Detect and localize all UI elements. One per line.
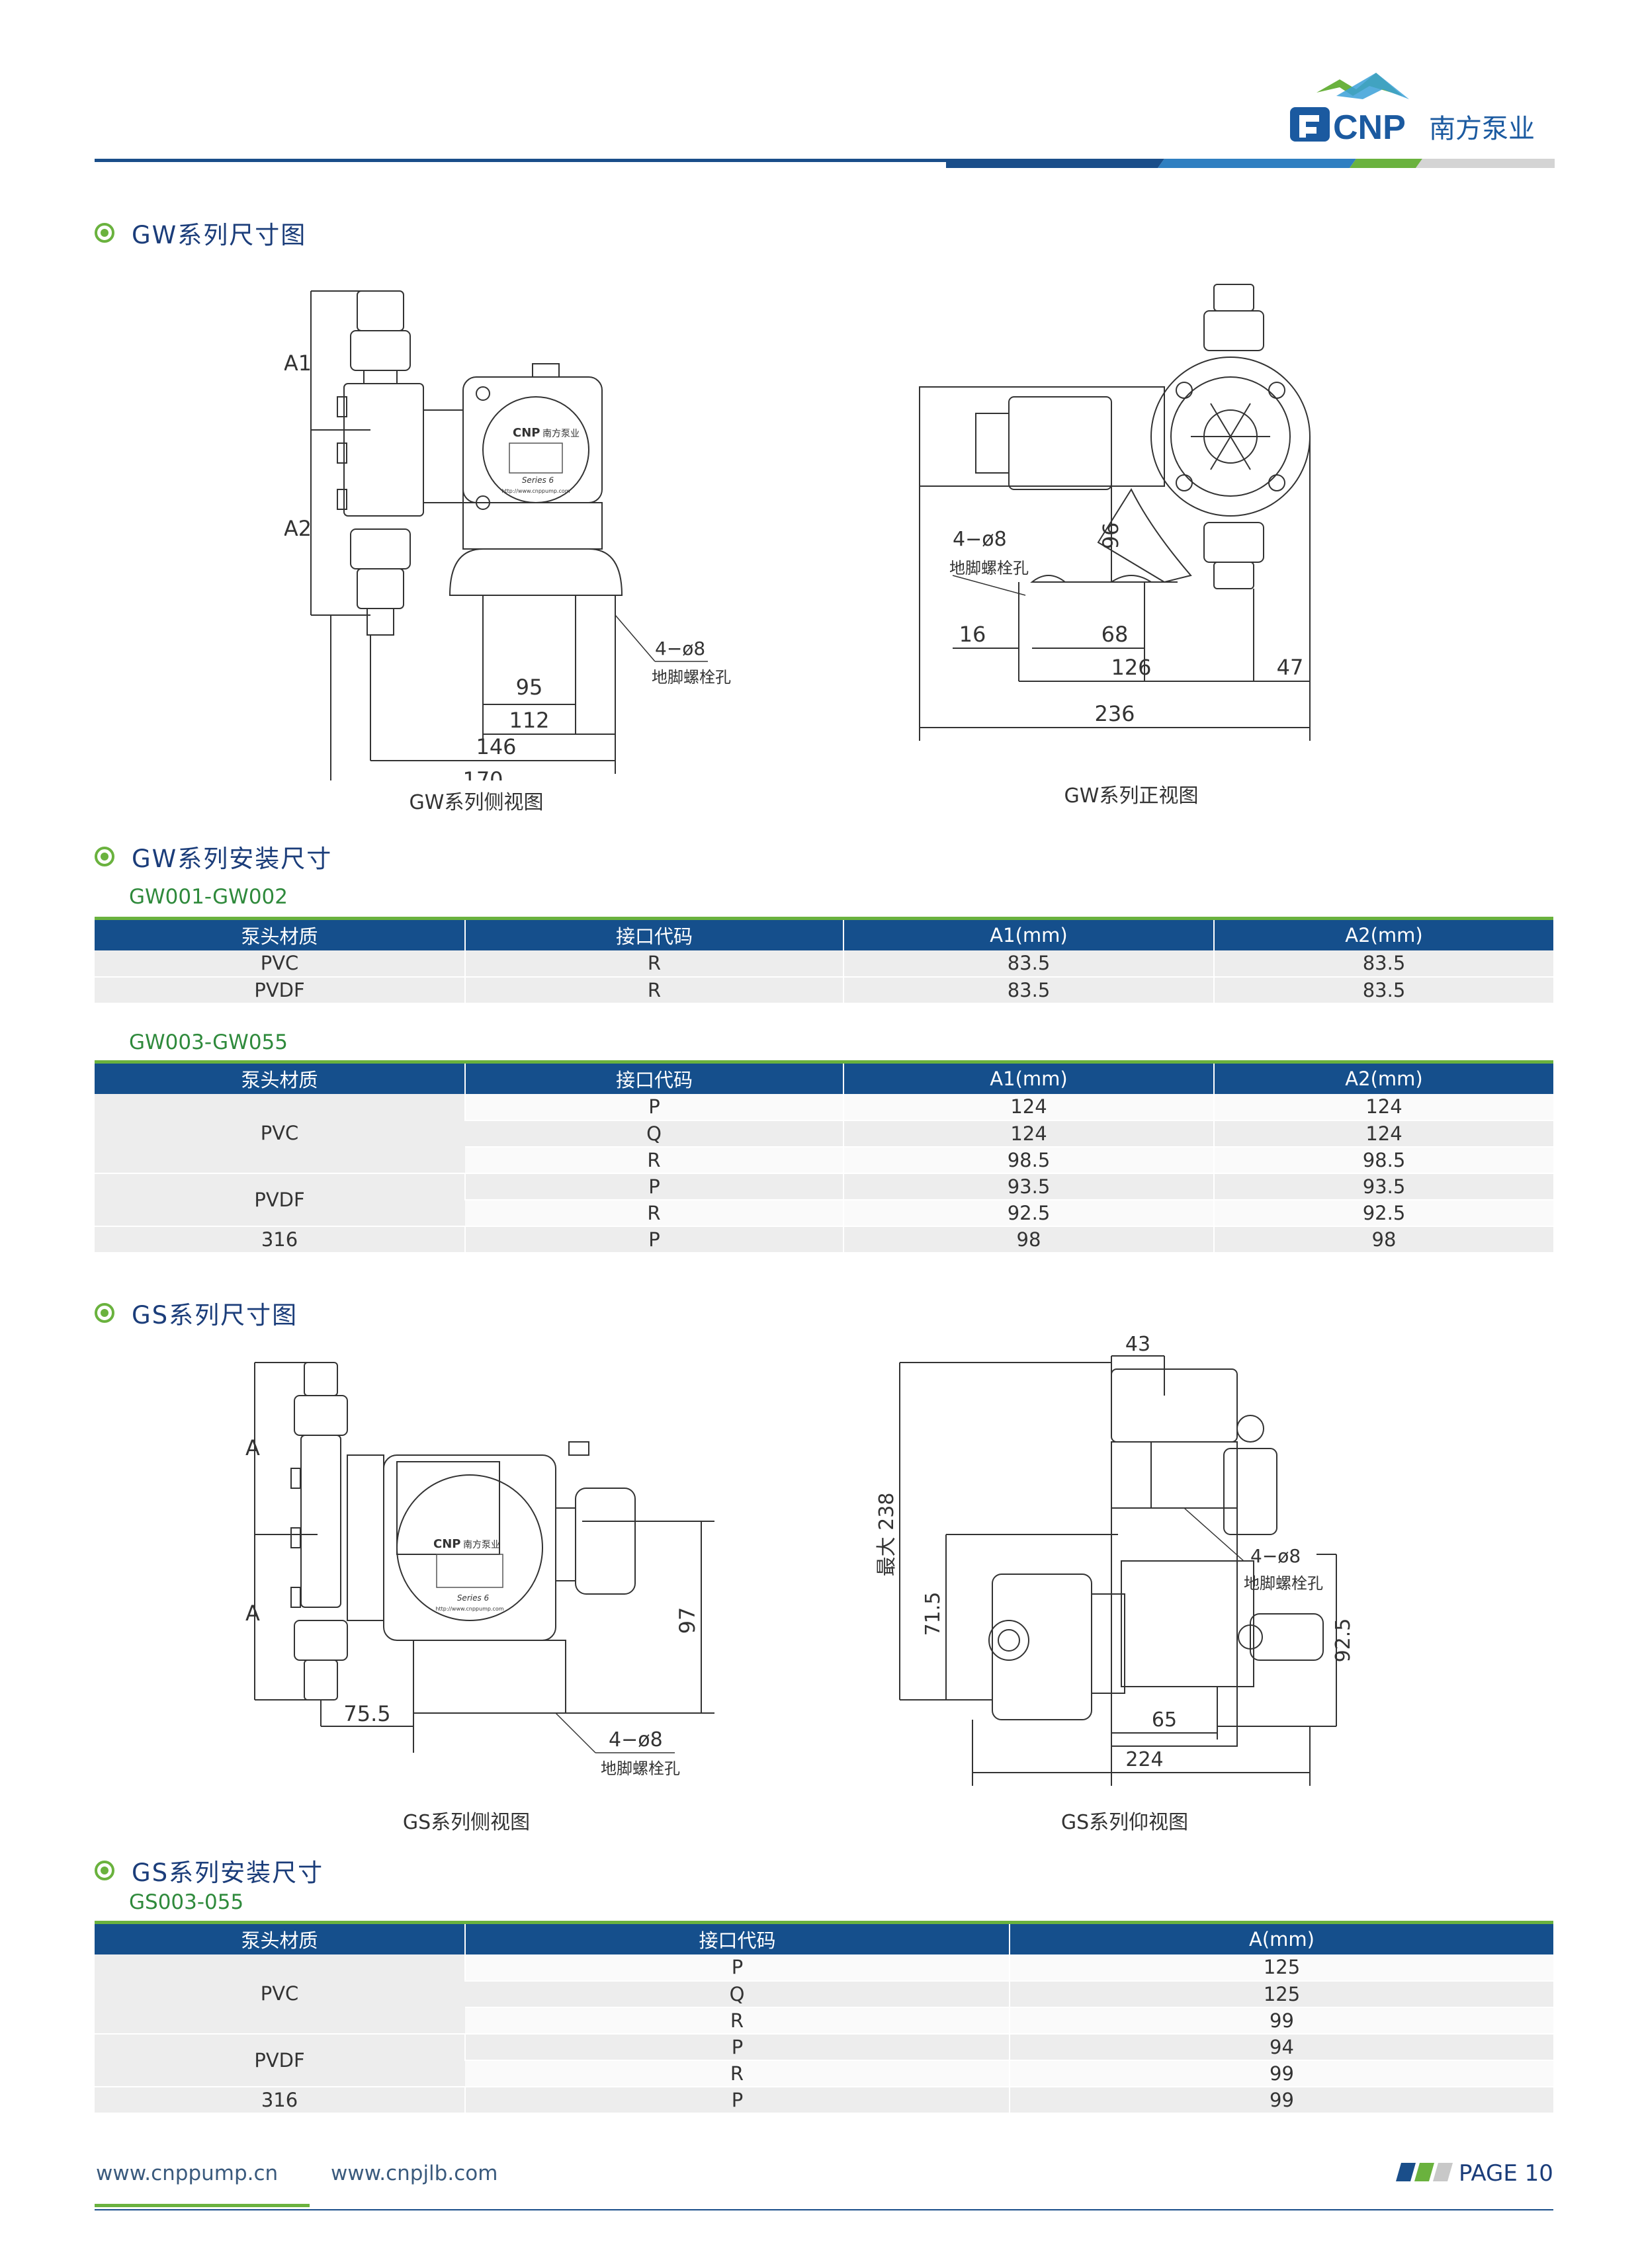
col-header: 接口代码 [464, 1060, 843, 1094]
col-header: 接口代码 [464, 1921, 1010, 1954]
dim-label-a-bottom: A [245, 1601, 260, 1626]
dim-label-75-5: 75.5 [343, 1701, 390, 1726]
footer-link-cnpjlb[interactable]: www.cnpjlb.com [331, 2162, 498, 2185]
dim-label-47: 47 [1277, 655, 1304, 680]
hole-label-cn: 地脚螺栓孔 [949, 559, 1029, 577]
col-header: A(mm) [1009, 1921, 1553, 1954]
cnp-logo: CNP 南方泵业 [1290, 73, 1535, 147]
dim-label-16: 16 [959, 622, 986, 647]
section-heading-gw-dim: GW系列尺寸图 [95, 213, 306, 253]
dim-label-max-238: 最大 238 [875, 1493, 898, 1577]
hole-label-cn: 地脚螺栓孔 [601, 1759, 680, 1778]
dim-label-224: 224 [1125, 1748, 1163, 1771]
page-number: PAGE 10 [1459, 2160, 1553, 2187]
gw-side-caption: GW系列侧视图 [409, 791, 544, 814]
svg-text:南方泵业: 南方泵业 [1429, 114, 1535, 144]
col-header: A1(mm) [843, 1060, 1214, 1094]
dim-label-112: 112 [509, 708, 549, 733]
dim-label-236: 236 [1094, 701, 1135, 726]
col-header: 接口代码 [464, 917, 843, 950]
gs-side-view-drawing: CNP 南方泵业 Series 6 http://www.cnppump.com… [245, 1362, 714, 1778]
hole-label: 4−ø8 [655, 638, 705, 659]
dim-label-146: 146 [476, 734, 516, 759]
dim-label-71-5: 71.5 [922, 1592, 945, 1636]
hole-label: 4−ø8 [1250, 1545, 1301, 1567]
gw-front-view-drawing: 4−ø8 地脚螺栓孔 96 16 68 126 47 236 [919, 284, 1311, 741]
gw-side-view-drawing: CNP 南方泵业 Series 6 http://www.cnppump.com… [284, 290, 731, 780]
dim-label-126: 126 [1111, 655, 1151, 680]
dim-label-a2: A2 [284, 516, 312, 541]
page-stripes-icon [1396, 2163, 1453, 2181]
dim-label-95: 95 [516, 675, 543, 700]
gs-bottom-view-drawing: 43 最大 238 71.5 4−ø8 地脚螺栓孔 92.5 65 224 [875, 1333, 1355, 1786]
bullet-icon [95, 1303, 114, 1323]
bullet-icon [95, 223, 114, 243]
col-header: 泵头材质 [95, 917, 465, 950]
section-heading-gs-install: GS系列安装尺寸 [95, 1851, 324, 1890]
footer-rule [95, 2209, 1553, 2210]
header-rule [95, 159, 955, 162]
gs-side-caption: GS系列侧视图 [402, 1811, 531, 1834]
footer-link-cnppump[interactable]: www.cnppump.cn [96, 2162, 279, 2185]
dim-label-170: 170 [462, 767, 503, 780]
hole-label: 4−ø8 [609, 1728, 663, 1751]
nameplate-url: http://www.cnppump.com [435, 1606, 503, 1612]
table-title-gs003: GS003-055 [129, 1890, 244, 1914]
hole-label-cn: 地脚螺栓孔 [652, 668, 731, 687]
col-header: 泵头材质 [95, 1921, 465, 1954]
nameplate-brand: CNP [513, 426, 540, 440]
gw-front-caption: GW系列正视图 [1064, 784, 1199, 808]
nameplate-brand-cn: 南方泵业 [463, 1540, 500, 1550]
section-heading-gs-dim: GS系列尺寸图 [95, 1293, 298, 1333]
hole-label-cn: 地脚螺栓孔 [1244, 1574, 1323, 1593]
dim-label-96: 96 [1098, 523, 1123, 550]
svg-text:CNP: CNP [1333, 108, 1406, 147]
col-header: A2(mm) [1213, 1060, 1553, 1094]
nameplate-brand-cn: 南方泵业 [542, 429, 580, 439]
nameplate-brand: CNP [433, 1537, 460, 1551]
dim-label-68: 68 [1101, 622, 1129, 647]
dim-label-65: 65 [1152, 1708, 1177, 1732]
dim-label-92-5: 92.5 [1332, 1618, 1355, 1663]
col-header: 泵头材质 [95, 1060, 465, 1094]
footer-accent-line [95, 2204, 310, 2207]
table-title-gw003: GW003-GW055 [129, 1030, 288, 1054]
gs-bottom-caption: GS系列仰视图 [1060, 1811, 1189, 1834]
nameplate-series: Series 6 [457, 1593, 490, 1603]
header-stripes [946, 159, 1555, 168]
bullet-icon [95, 847, 114, 866]
hole-label: 4−ø8 [953, 528, 1007, 551]
dim-label-43: 43 [1125, 1333, 1150, 1356]
nameplate-series: Series 6 [522, 476, 554, 485]
dim-label-a-top: A [245, 1435, 260, 1460]
table-title-gw001: GW001-GW002 [129, 885, 288, 909]
dim-label-a1: A1 [284, 351, 312, 376]
col-header: A2(mm) [1213, 917, 1553, 950]
col-header: A1(mm) [843, 917, 1214, 950]
dim-label-97: 97 [675, 1607, 700, 1634]
bullet-icon [95, 1861, 114, 1880]
section-heading-gw-install: GW系列安装尺寸 [95, 837, 332, 876]
nameplate-url: http://www.cnppump.com [501, 488, 570, 494]
